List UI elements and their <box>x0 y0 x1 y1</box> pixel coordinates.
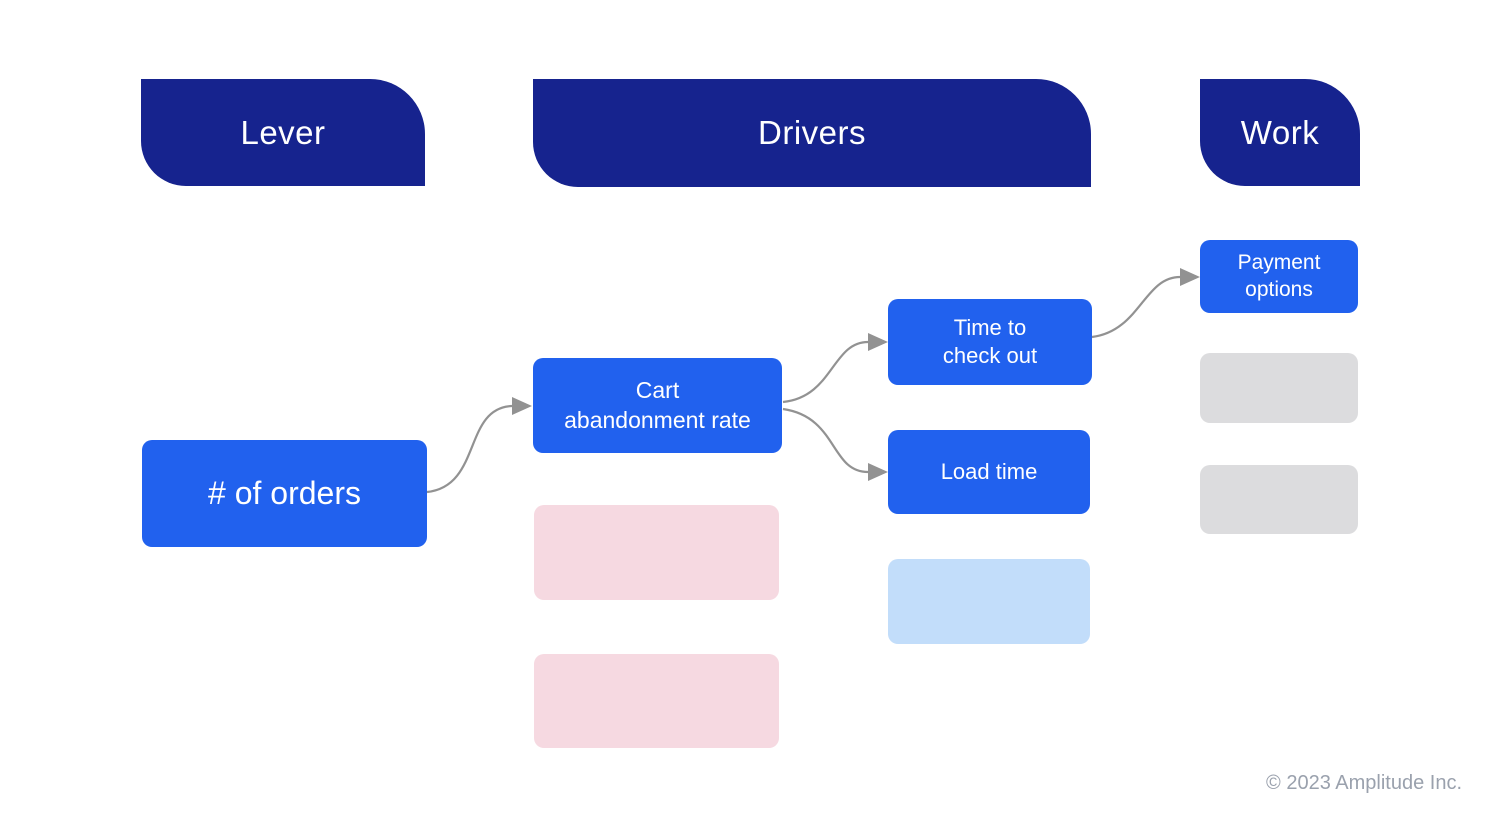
node-cart-abandonment-rate-label: Cart abandonment rate <box>564 377 751 433</box>
placeholder-box-gray-1 <box>1200 353 1358 423</box>
edge-time-to-checkout-to-payment-options <box>1091 275 1181 339</box>
column-header-lever-label: Lever <box>240 113 326 151</box>
placeholder-box-light-blue-1 <box>888 559 1090 644</box>
edge-orders-to-cart <box>426 404 513 494</box>
edge-cart-to-load-time-arrowhead <box>868 463 888 481</box>
placeholder-box-pink-2 <box>534 654 779 748</box>
column-header-work-label: Work <box>1240 113 1320 151</box>
node-time-to-check-out: Time to check out <box>888 299 1092 385</box>
column-header-drivers: Drivers <box>533 79 1091 187</box>
node-cart-abandonment-rate: Cart abandonment rate <box>533 358 782 453</box>
column-header-lever: Lever <box>141 79 425 186</box>
node-load-time-label: Load time <box>940 458 1038 484</box>
copyright-notice: © 2023 Amplitude Inc. <box>1266 772 1462 794</box>
node-number-of-orders-label: # of orders <box>208 475 361 512</box>
column-header-work: Work <box>1200 79 1360 186</box>
column-header-drivers-label: Drivers <box>758 114 866 151</box>
edge-orders-to-cart-arrowhead <box>512 397 532 415</box>
node-time-to-check-out-label: Time to check out <box>942 314 1038 368</box>
edge-cart-to-time-to-checkout <box>782 340 869 404</box>
edge-time-to-checkout-to-payment-options-arrowhead <box>1180 268 1200 286</box>
edge-cart-to-time-to-checkout-arrowhead <box>868 333 888 351</box>
edge-cart-to-load-time <box>782 407 869 474</box>
node-number-of-orders: # of orders <box>142 440 427 547</box>
node-payment-options: Payment options <box>1200 240 1358 313</box>
node-load-time: Load time <box>888 430 1090 514</box>
placeholder-box-gray-2 <box>1200 465 1358 534</box>
node-payment-options-label: Payment options <box>1237 250 1321 301</box>
placeholder-box-pink-1 <box>534 505 779 600</box>
